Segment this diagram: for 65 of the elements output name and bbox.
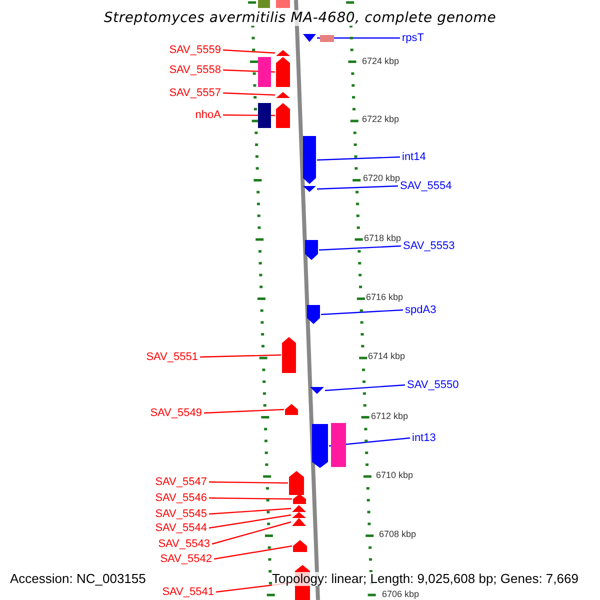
gene-triangle xyxy=(292,505,306,512)
gene-label: SAV_5549 xyxy=(150,407,202,419)
footer-text: Accession: NC_003155 xyxy=(10,572,146,586)
leader-line xyxy=(318,245,402,251)
title: Streptomyces avermitilis MA-4680, complete genome xyxy=(102,9,498,27)
scale-label: 6708 kbp xyxy=(379,528,416,540)
leader-line xyxy=(316,156,400,161)
scale-label: 6714 kbp xyxy=(368,350,406,362)
leader-line xyxy=(324,384,406,392)
gene-feature xyxy=(307,305,320,324)
gene-label: SAV_5551 xyxy=(146,351,198,363)
gene-label: int13 xyxy=(412,432,436,444)
gene-label: nhoA xyxy=(195,109,221,121)
gene-triangle xyxy=(303,186,316,192)
footer-text: Topology: linear; Length: 9,025,608 bp; Genes: 7,669 xyxy=(272,572,578,586)
gene-feature xyxy=(303,136,316,184)
scale-label: 6718 kbp xyxy=(364,232,402,244)
leader-line xyxy=(209,497,292,500)
leader-line xyxy=(204,408,284,414)
gene-label: SAV_5557 xyxy=(169,87,221,99)
gene-triangle xyxy=(310,387,324,394)
leader-line xyxy=(222,92,276,96)
gene-label: SAV_5542 xyxy=(160,553,212,565)
gene-triangle xyxy=(303,34,316,42)
gene-label: SAV_5544 xyxy=(155,522,207,534)
gene-label: rpsT xyxy=(402,32,424,44)
gene-feature xyxy=(282,337,296,373)
leader-line xyxy=(200,354,282,358)
gene-label: SAV_5550 xyxy=(407,379,459,391)
leader-line xyxy=(320,309,404,316)
gene-label: SAV_5553 xyxy=(403,240,455,252)
gene-triangle xyxy=(292,518,306,526)
scale-label: 6724 kbp xyxy=(362,55,400,67)
gene-label: SAV_5543 xyxy=(158,538,210,550)
gene-label: SAV_5554 xyxy=(400,180,452,192)
gene-label: SAV_5559 xyxy=(169,44,221,56)
gene-triangle xyxy=(276,92,290,98)
gene-feature xyxy=(276,103,290,128)
leader-line xyxy=(209,481,288,484)
scale-label: 6720 kbp xyxy=(363,172,400,184)
gene-feature xyxy=(285,404,298,415)
leader-line xyxy=(316,185,398,190)
gene-label: SAV_5558 xyxy=(169,64,221,76)
gene-triangle xyxy=(276,50,290,56)
gene-label: SAV_5547 xyxy=(155,476,207,488)
gene-label: SAV_5541 xyxy=(162,586,214,598)
gene-label: SAV_5545 xyxy=(155,508,207,520)
scale-label: 6716 kbp xyxy=(366,291,404,303)
leader-line xyxy=(317,37,400,39)
gene-label: spdA3 xyxy=(405,304,436,316)
leader-line xyxy=(214,545,292,560)
leader-line xyxy=(222,49,276,54)
gene-feature xyxy=(293,540,307,552)
leader-line xyxy=(208,514,292,529)
gene-feature xyxy=(312,424,328,468)
scale-label: 6706 kbp xyxy=(382,588,420,600)
scale-label: 6710 kbp xyxy=(376,469,414,481)
scale-label: 6712 kbp xyxy=(371,410,408,422)
gene-label: SAV_5546 xyxy=(155,492,207,504)
leader-line xyxy=(212,521,292,545)
gene-triangle xyxy=(292,512,306,518)
leader-line xyxy=(208,508,292,515)
gene-label: int14 xyxy=(402,151,426,163)
scale-label: 6722 kbp xyxy=(362,113,400,125)
gene-feature xyxy=(305,240,318,260)
